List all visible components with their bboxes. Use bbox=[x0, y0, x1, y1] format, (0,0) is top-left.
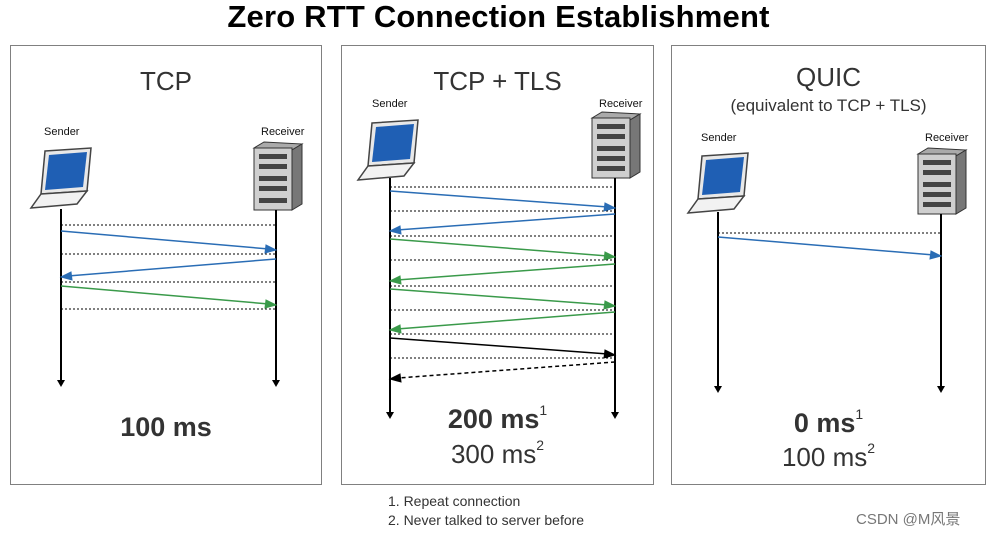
footnote-first-connection: 2. Never talked to server before bbox=[388, 512, 585, 528]
zero-rtt-request-arrow bbox=[717, 236, 943, 260]
receiver-timeline-arrowhead bbox=[272, 380, 280, 387]
rtt-dividers bbox=[390, 186, 615, 359]
tls-arrow-2 bbox=[388, 263, 616, 285]
tcp-tls-latency-secondary: 300 ms2 bbox=[342, 437, 653, 470]
sender-label: Sender bbox=[701, 132, 737, 144]
tcp-tls-latency-value: 200 ms bbox=[447, 404, 540, 434]
quic-panel-subtitle: (equivalent to TCP + TLS) bbox=[730, 96, 927, 115]
tcp-sequence-diagram bbox=[29, 141, 304, 387]
receiver-label: Receiver bbox=[261, 126, 305, 138]
quic-latency-secondary: 100 ms2 bbox=[672, 440, 985, 473]
tcp-tls-panel-title: TCP + TLS bbox=[433, 66, 562, 96]
page-title: Zero RTT Connection Establishment bbox=[227, 0, 770, 34]
quic-latency: 0 ms1 bbox=[672, 406, 985, 439]
quic-panel: QUIC (equivalent to TCP + TLS) Sender Re… bbox=[671, 45, 986, 485]
sender-timeline-arrowhead bbox=[714, 386, 722, 393]
tcp-tls-latency: 200 ms1 bbox=[342, 402, 653, 435]
quic-latency-value: 0 ms bbox=[793, 408, 856, 438]
laptop-icon bbox=[356, 119, 419, 181]
footnote-marker: 2 bbox=[536, 437, 545, 454]
tcp-tls-panel: TCP + TLS Sender Receiver bbox=[341, 45, 654, 485]
sender-timeline-arrowhead bbox=[57, 380, 65, 387]
receiver-label: Receiver bbox=[599, 98, 643, 110]
tls-arrow-3 bbox=[389, 288, 617, 310]
tcp-tls-sequence-diagram bbox=[356, 111, 642, 419]
server-icon bbox=[590, 111, 642, 179]
tls-arrow-1 bbox=[389, 238, 617, 261]
request-arrow bbox=[389, 337, 617, 359]
receiver-label: Receiver bbox=[925, 132, 969, 144]
laptop-icon bbox=[29, 147, 92, 209]
receiver-timeline-arrowhead bbox=[611, 412, 619, 419]
quic-panel-title: QUIC bbox=[796, 62, 861, 92]
ack-arrow bbox=[60, 285, 278, 309]
quic-sequence-diagram bbox=[686, 147, 968, 393]
footnote-repeat-connection: 1. Repeat connection bbox=[388, 493, 521, 509]
tcp-latency: 100 ms bbox=[11, 412, 321, 443]
quic-latency-secondary-value: 100 ms bbox=[781, 442, 868, 472]
footnote-marker: 1 bbox=[855, 406, 864, 422]
watermark: CSDN @M风景 bbox=[856, 511, 961, 528]
server-icon bbox=[916, 147, 968, 215]
sender-timeline-arrowhead bbox=[386, 412, 394, 419]
tcp-syn-arrow bbox=[389, 190, 617, 212]
tcp-syn-ack-arrow bbox=[388, 213, 616, 235]
tls-arrow-4 bbox=[388, 311, 616, 334]
rtt-dividers bbox=[61, 224, 276, 310]
footnote-marker: 2 bbox=[867, 440, 876, 457]
laptop-icon bbox=[686, 152, 749, 214]
response-arrow bbox=[388, 361, 616, 383]
syn-arrow bbox=[60, 230, 278, 254]
tcp-panel-title: TCP bbox=[140, 66, 192, 96]
syn-ack-arrow bbox=[59, 258, 277, 281]
tcp-panel: TCP Sender Receiver bbox=[10, 45, 322, 485]
server-icon bbox=[252, 141, 304, 211]
tcp-latency-value: 100 ms bbox=[120, 412, 212, 442]
sender-label: Sender bbox=[44, 126, 80, 138]
receiver-timeline-arrowhead bbox=[937, 386, 945, 393]
tcp-tls-latency-secondary-value: 300 ms bbox=[450, 439, 537, 469]
sender-label: Sender bbox=[372, 98, 408, 110]
footnote-marker: 1 bbox=[539, 402, 548, 418]
